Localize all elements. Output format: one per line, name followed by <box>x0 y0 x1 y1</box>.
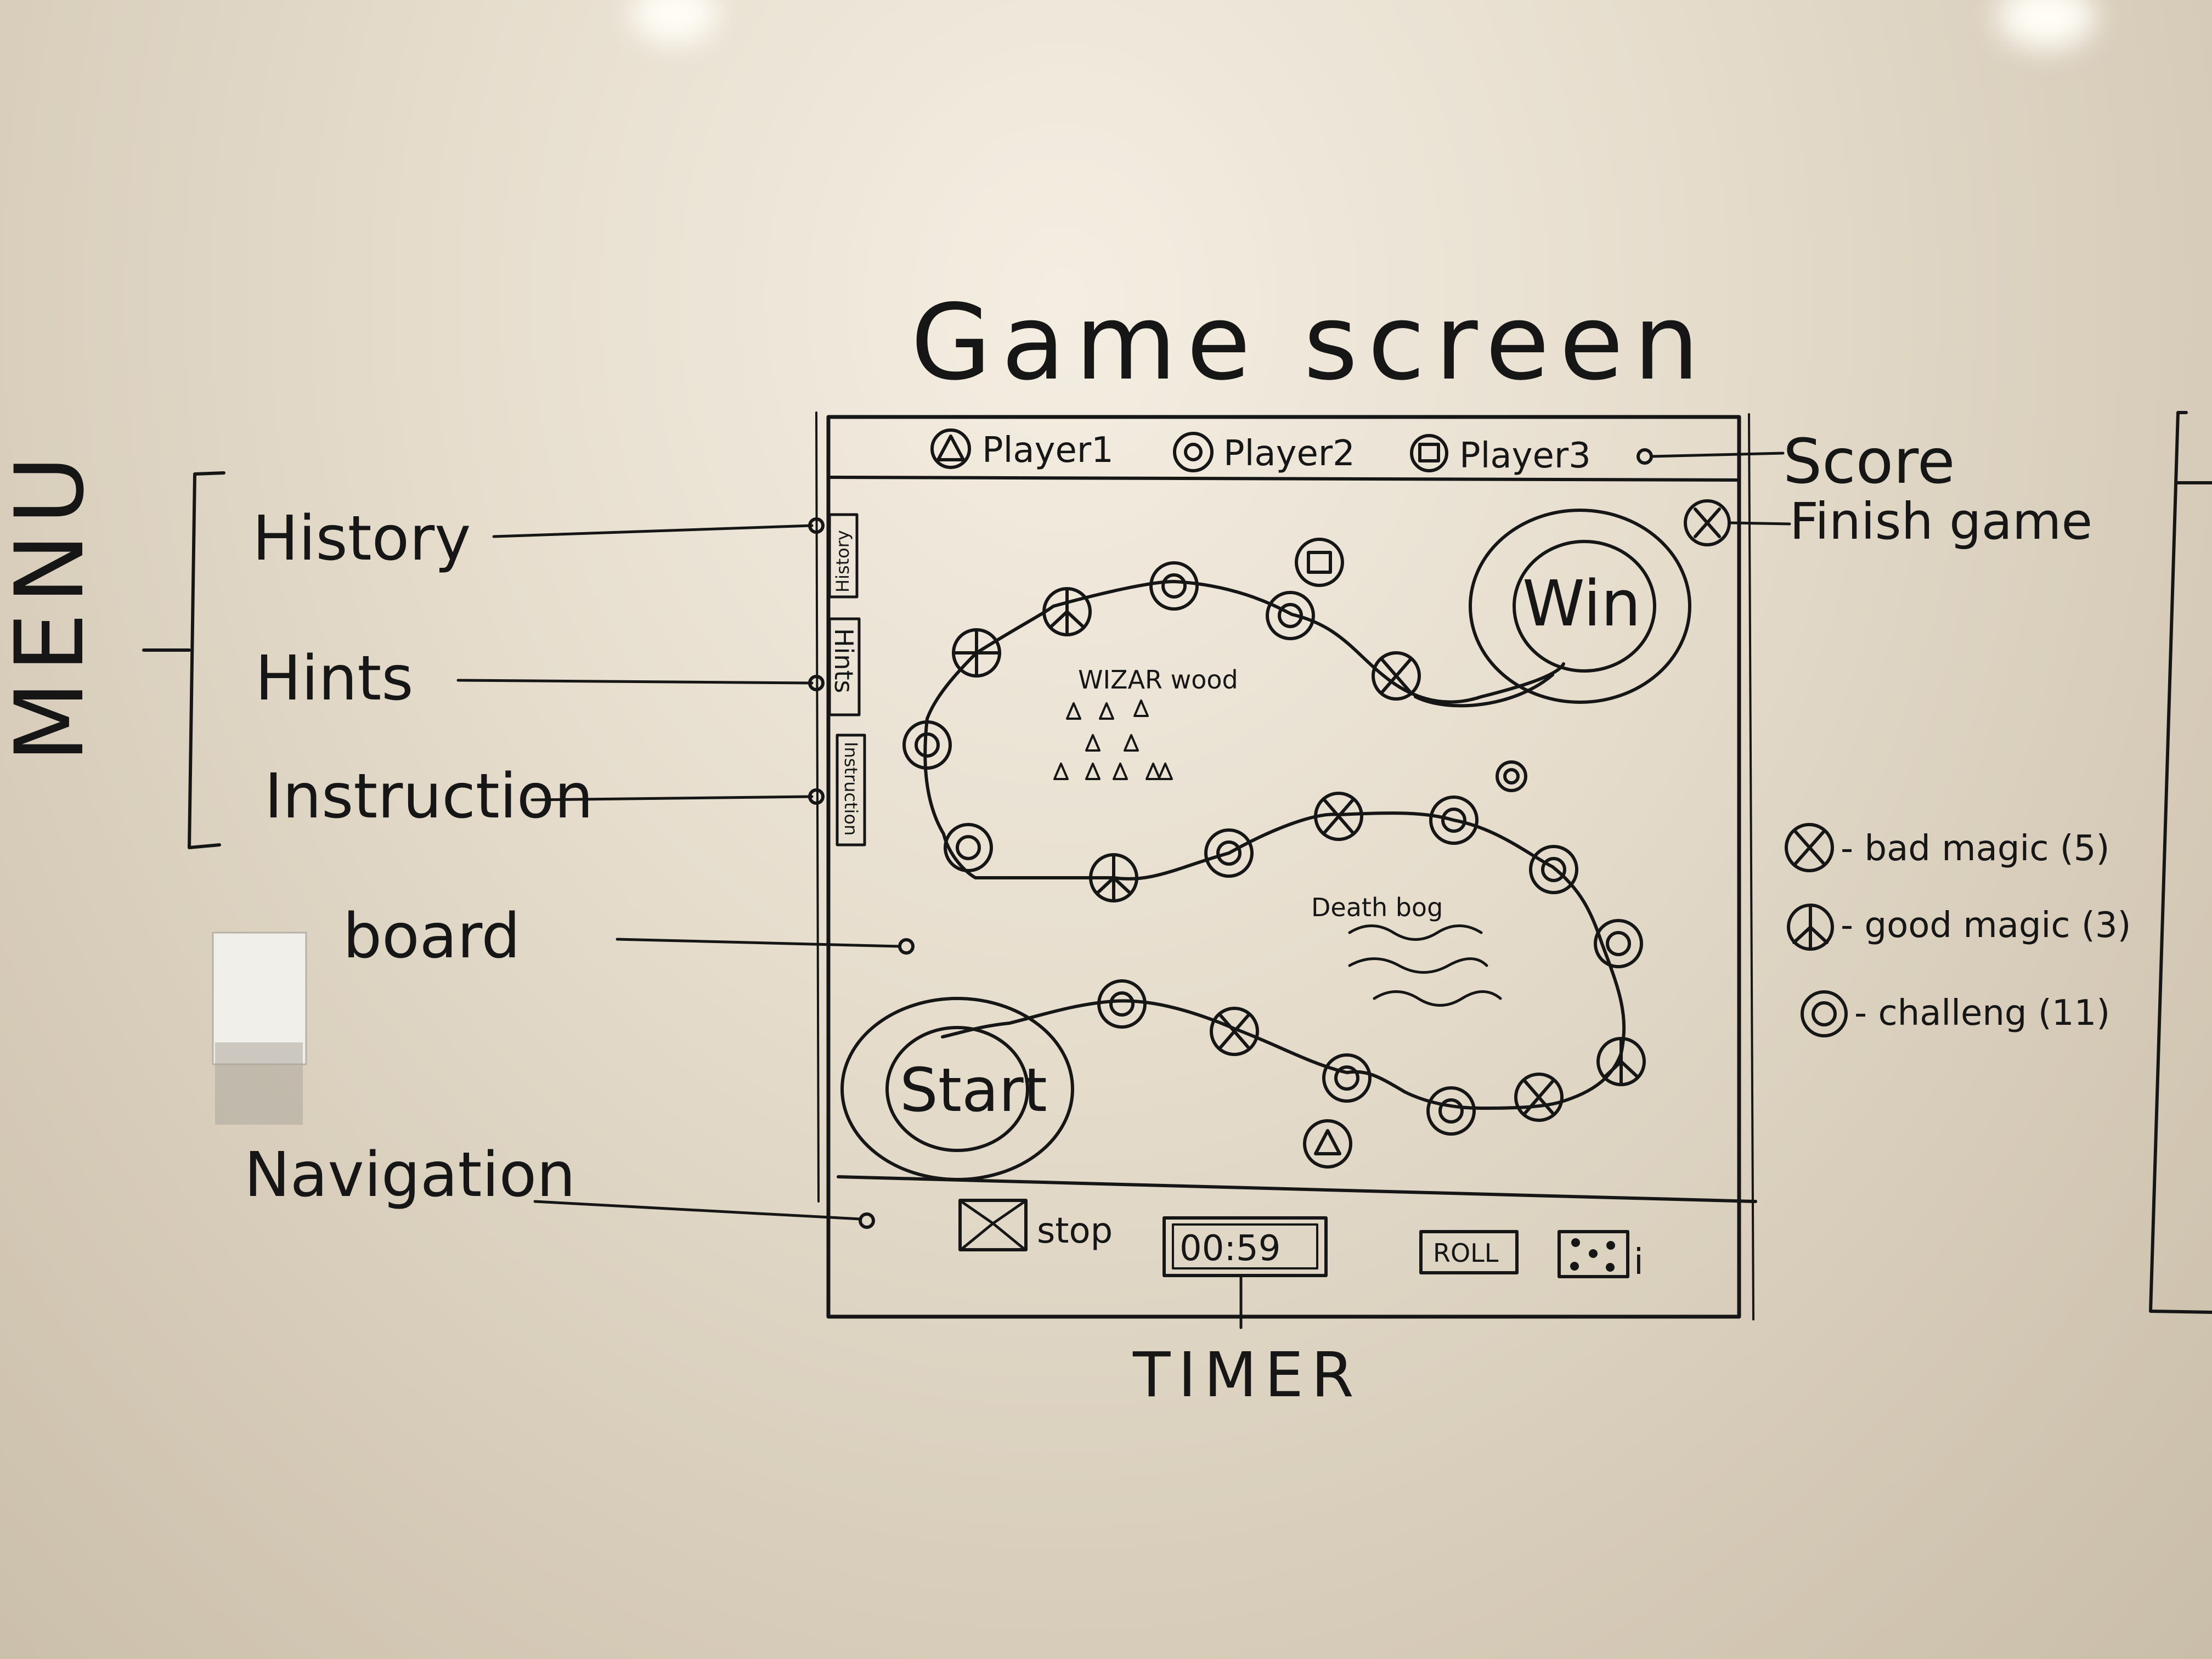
player3-name: Player3 <box>1459 436 1591 476</box>
finish-game-annotation: Finish game <box>1790 492 2092 551</box>
player3-score[interactable]: Player3 <box>1410 434 1591 476</box>
instruction-annotation: Instruction <box>264 761 593 832</box>
wizard-wood-label: WIZAR wood <box>1078 665 1238 695</box>
start-label: Start <box>900 1055 1047 1125</box>
board-tile-triangle <box>1303 1119 1352 1169</box>
board-pointer <box>616 938 901 948</box>
board-tile-peace <box>1089 853 1138 902</box>
game-screen-frame <box>826 415 1741 1319</box>
tab-hints[interactable]: Hints <box>828 617 861 716</box>
board-tile-ring <box>944 823 993 872</box>
tab-history-label: History <box>832 530 853 592</box>
dice-button[interactable] <box>1558 1230 1629 1278</box>
hints-annotation: Hints <box>255 643 414 714</box>
menu-label: MENU <box>0 447 105 763</box>
history-annotation: History <box>252 503 471 574</box>
close-icon <box>1694 507 1721 538</box>
player1-score[interactable]: Player1 <box>930 428 1114 471</box>
death-bog-label: Death bog <box>1311 893 1443 922</box>
timer-value: 00:59 <box>1180 1228 1280 1269</box>
board-tile-square <box>1295 538 1344 587</box>
adjacent-sketch-frame <box>2149 411 2212 1314</box>
score-annotation: Score <box>1783 426 1955 498</box>
board-tile-ring <box>1429 795 1479 845</box>
timer-display: 00:59 <box>1163 1216 1328 1277</box>
stop-icon <box>961 1201 1025 1250</box>
board-tile-ring <box>1594 919 1643 968</box>
circle-icon <box>1184 443 1203 461</box>
tab-history[interactable]: History <box>828 513 859 599</box>
menu-tabs: History Hints Instruction <box>828 513 866 847</box>
menu-annotation: MENU History Hints Instruction <box>0 447 825 849</box>
eraser <box>212 932 307 1125</box>
board-tiles <box>902 538 1646 1169</box>
board-tile-cross <box>1372 651 1421 701</box>
player2-score[interactable]: Player2 <box>1173 432 1355 474</box>
board-tile-cross <box>1514 1073 1564 1122</box>
stop-button[interactable]: stop <box>958 1199 1113 1251</box>
board-tile-ring <box>1529 845 1578 894</box>
info-button[interactable]: i <box>1634 1242 1644 1283</box>
board-tile-ring <box>1322 1053 1372 1103</box>
page-title: Game screen <box>911 282 1709 403</box>
board-tile-ring <box>1266 591 1315 640</box>
player2-name: Player2 <box>1223 433 1355 474</box>
stop-label: stop <box>1037 1211 1113 1251</box>
death-bog-waves <box>1348 924 1502 1007</box>
peace-circle-icon <box>1792 905 1829 950</box>
roll-label: ROLL <box>1433 1238 1499 1268</box>
finish-game-button[interactable] <box>1684 499 1731 546</box>
legend-challenge-label: - challeng (11) <box>1854 993 2110 1034</box>
legend-bad-magic-label: - bad magic (5) <box>1841 828 2109 869</box>
board-tile-ring <box>1426 1086 1476 1136</box>
tab-instruction-label: Instruction <box>840 742 861 836</box>
tab-instruction[interactable]: Instruction <box>836 733 866 847</box>
start-zone: Start <box>840 997 1074 1181</box>
board-tile-cross <box>1210 1007 1259 1056</box>
board-tile-peace <box>1042 587 1092 636</box>
navigation-annotation: Navigation <box>244 1139 575 1211</box>
board-annotation: board <box>343 901 520 972</box>
square-icon <box>1418 443 1440 462</box>
legend-challenge: - challeng (11) <box>1801 990 2110 1037</box>
wizard-wood-trees <box>1053 699 1173 780</box>
win-zone: Win <box>1469 509 1691 704</box>
board-tile-plus <box>952 628 1001 678</box>
board-tile-ring <box>1204 828 1254 878</box>
dice-icon <box>1570 1238 1615 1272</box>
legend-good-magic-label: - good magic (3) <box>1841 905 2131 946</box>
triangle-icon <box>936 435 965 461</box>
legend-bad-magic: - bad magic (5) <box>1785 823 2109 872</box>
roll-button[interactable]: ROLL <box>1419 1230 1519 1274</box>
board-tile-ring <box>1149 561 1199 611</box>
tab-hints-label: Hints <box>829 628 859 693</box>
cross-circle-icon <box>1793 830 1826 866</box>
game-board: Start Win WIZAR wood Death bog <box>840 509 1691 1181</box>
navigation-bar: stop 00:59 ROLL i <box>837 1175 1757 1283</box>
board-tile-ring <box>1496 760 1527 792</box>
board-tile-peace <box>1596 1037 1646 1086</box>
timer-annotation: TIMER <box>1132 1340 1362 1411</box>
score-bar: Player1 Player2 Player3 Score <box>827 426 1955 498</box>
ring-circle-icon <box>1812 1001 1837 1026</box>
board-tile-ring <box>902 720 952 770</box>
board-tile-ring <box>1097 979 1147 1029</box>
legend-good-magic: - good magic (3) <box>1787 904 2131 951</box>
player1-name: Player1 <box>982 430 1114 471</box>
legend: - bad magic (5) - good magic (3) - chall… <box>1785 823 2131 1037</box>
win-label: Win <box>1522 567 1641 641</box>
board-tile-cross <box>1314 792 1363 841</box>
